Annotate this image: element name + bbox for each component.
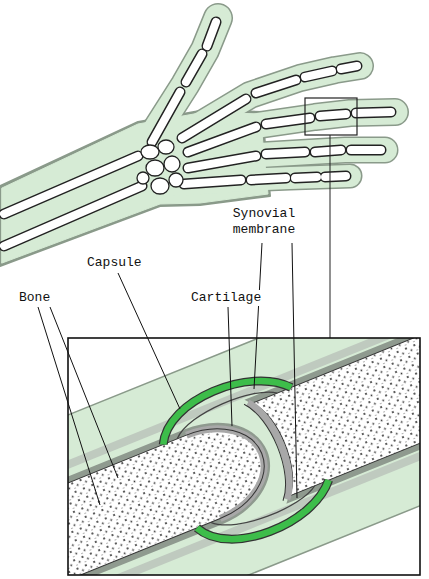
drawing-line [266, 152, 305, 154]
bone-right [252, 338, 420, 496]
drawing-line [4, 156, 138, 214]
drawing-line [207, 22, 216, 46]
leader-lines [38, 243, 297, 505]
drawing-ellipse [137, 172, 149, 184]
drawing-ellipse [141, 145, 159, 159]
drawing-line [228, 307, 232, 426]
drawing-line [266, 152, 305, 154]
drawing-line [118, 273, 180, 409]
zoom-box [305, 98, 357, 135]
drawing-line [184, 180, 241, 184]
drawing-line [256, 80, 296, 93]
drawing-line [4, 186, 142, 246]
drawing-line [251, 178, 286, 180]
hand-fill [2, 18, 395, 263]
part-label: Cartilage [190, 290, 262, 306]
joint-space-ground [68, 338, 420, 575]
drawing-line [356, 112, 391, 113]
capsule-edge [152, 364, 293, 445]
synovial-membrane-lower [211, 481, 319, 537]
capsule-edge [197, 476, 338, 557]
drawing-line [152, 92, 180, 142]
drawing-line [305, 71, 332, 77]
cartilage-edge [186, 412, 278, 519]
drawing-line [325, 176, 346, 177]
drawing-ellipse [169, 173, 183, 187]
drawing-line [266, 118, 310, 124]
drawing-line [4, 186, 142, 246]
inset-frame [68, 338, 420, 575]
synovial-membrane-upper [171, 383, 279, 439]
carpal-bones [137, 140, 183, 194]
cartilage-left [186, 412, 278, 519]
tissue-layer [68, 338, 420, 575]
drawing-line [325, 176, 346, 177]
drawing-line [251, 178, 286, 180]
joint-section [68, 338, 420, 575]
hand-bones [4, 22, 391, 246]
drawing-ellipse [158, 140, 174, 154]
zoom-line [330, 135, 331, 338]
drawing-line [320, 114, 346, 116]
drawing-line [305, 71, 332, 77]
part-label: Synovial membrane [226, 206, 302, 238]
capsule-upper [152, 364, 293, 445]
drawing-line [186, 54, 202, 82]
drawing-line [320, 114, 346, 116]
drawing-ellipse [151, 178, 169, 194]
part-label: Capsule [86, 255, 143, 271]
drawing-line [315, 150, 341, 152]
bone-left [68, 412, 279, 575]
drawing-line [4, 156, 138, 214]
drawing-line [38, 307, 100, 505]
drawing-polyline [175, 176, 350, 185]
part-label: Bone [18, 290, 51, 306]
bone-layer [244, 338, 420, 504]
drawing-line [292, 243, 297, 498]
drawing-line [295, 177, 317, 178]
bone-layer [68, 404, 286, 575]
drawing-line [50, 307, 118, 478]
drawing-ellipse [146, 160, 164, 176]
drawing-line [351, 146, 381, 154]
drawing-polyline [175, 176, 350, 185]
drawing-line [341, 66, 357, 69]
drawing-line [152, 92, 180, 142]
drawing-g [68, 338, 420, 575]
skin-band [68, 338, 420, 575]
drawing-line [188, 127, 256, 152]
drawing-line [341, 66, 357, 69]
cartilage-edge [244, 399, 297, 501]
drawing-line [295, 177, 317, 178]
capsule-lower [197, 476, 338, 557]
drawing-line [356, 112, 391, 113]
drawing-line [188, 156, 256, 168]
drawing-line [315, 150, 341, 152]
drawing-line [256, 80, 296, 93]
hand-bones-outline [4, 22, 391, 246]
drawing-line [207, 22, 216, 46]
drawing-line [266, 118, 310, 124]
drawing-line [254, 243, 262, 389]
drawing-line [351, 145, 381, 156]
drawing-line [184, 180, 241, 184]
drawing-line [188, 156, 256, 168]
hand-outline [0, 18, 395, 266]
drawing-ellipse [164, 156, 180, 172]
drawing-line [186, 54, 202, 82]
